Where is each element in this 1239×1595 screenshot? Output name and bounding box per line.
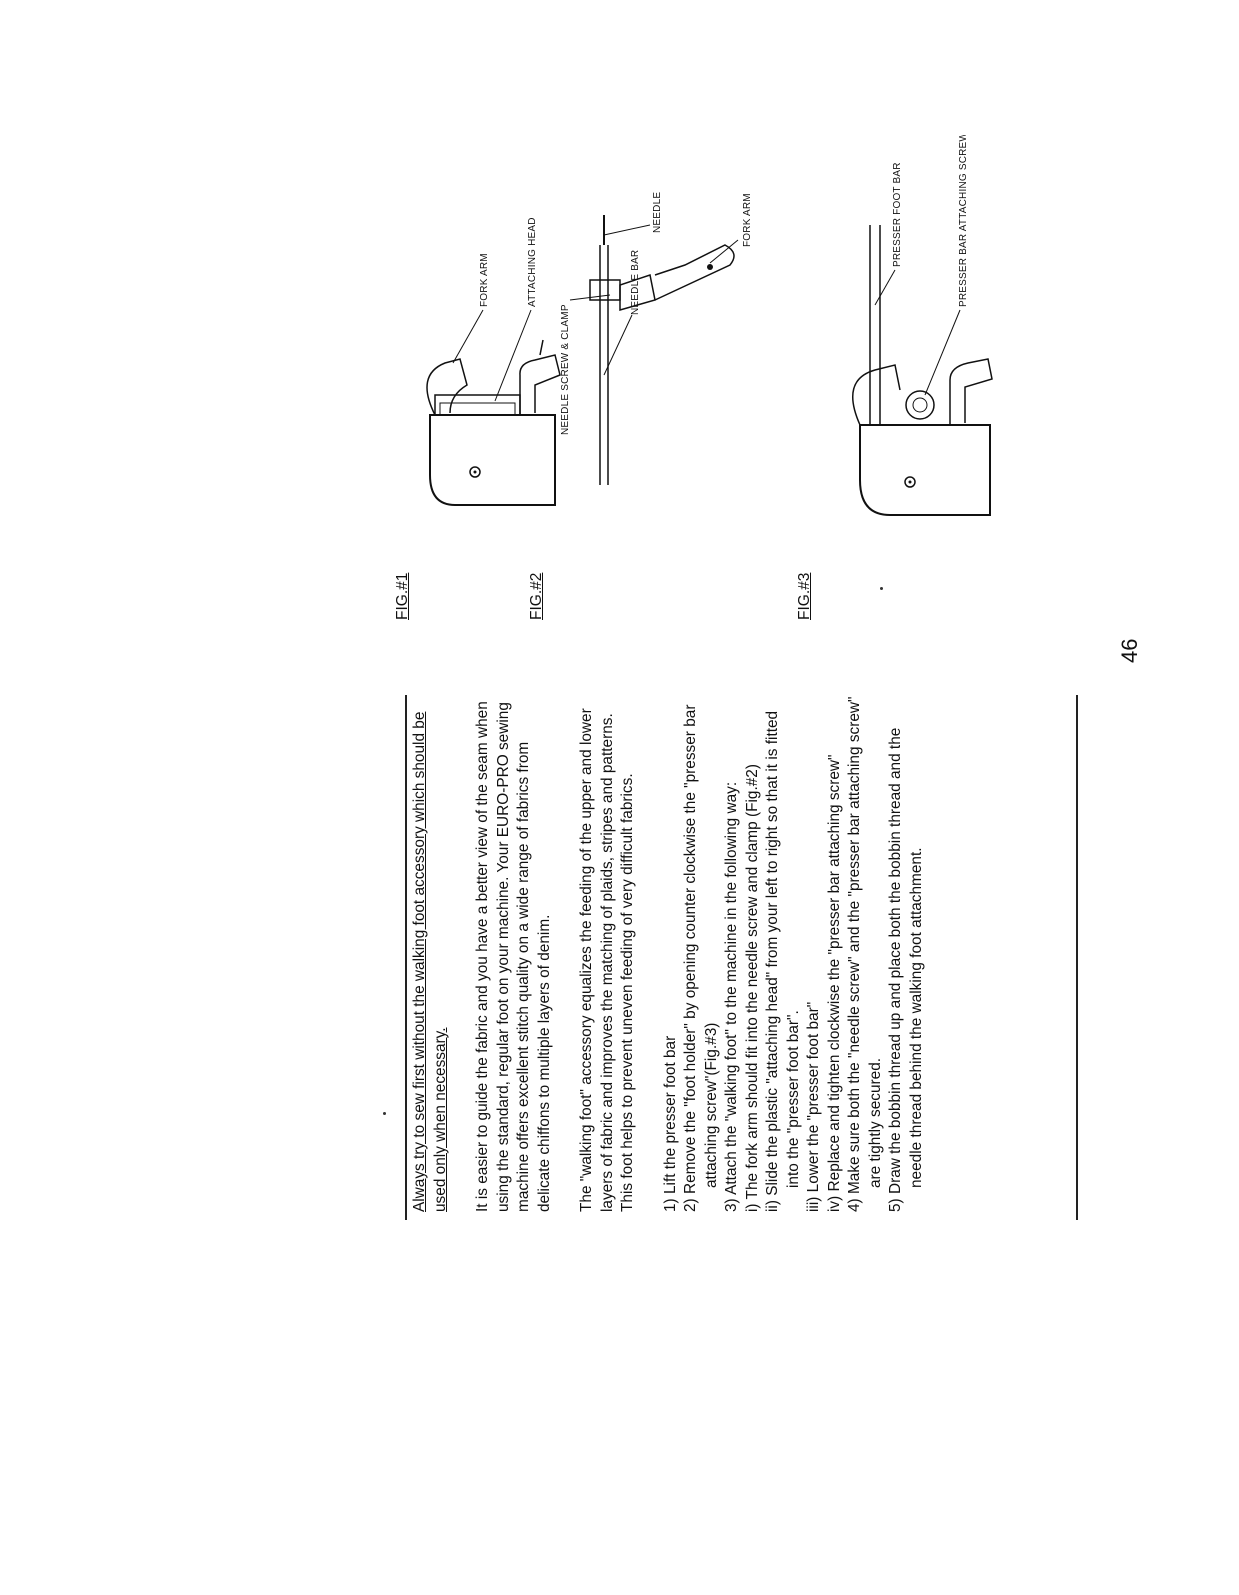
- fig2-callout-needle: NEEDLE: [652, 192, 663, 233]
- fig2-clamp-icon: [589, 279, 621, 301]
- step-marker: ii): [764, 1200, 781, 1212]
- step-marker: 3): [723, 1198, 740, 1212]
- step-marker: i): [743, 1203, 761, 1212]
- step-text: Attach the "walking foot" to the machine…: [723, 781, 740, 1195]
- scan-speck: [880, 587, 883, 590]
- step-marker: 5): [887, 1198, 904, 1212]
- fig1-callout-fork-arm: FORK ARM: [479, 253, 490, 307]
- step-marker: 2): [682, 1198, 699, 1212]
- page-number: 46: [1117, 638, 1142, 663]
- fig3-label: FIG.#3: [796, 572, 813, 620]
- fig3-callout-presser-bar-attaching-screw: PRESSER BAR ATTACHING SCREW: [958, 135, 969, 307]
- step-item: 1) Lift the presser foot bar: [661, 692, 682, 1212]
- fig1-label: FIG.#1: [394, 572, 411, 620]
- step-marker: iv): [825, 1195, 843, 1212]
- step-marker: 4): [846, 1198, 863, 1212]
- fig3-attaching-screw-icon: [905, 390, 935, 420]
- step-item: 3) Attach the "walking foot" to the mach…: [722, 692, 743, 1212]
- step-marker: iii): [805, 1196, 822, 1212]
- fig3-drawing: PRESSER FOOT BAR PRESSER BAR ATTACHING S…: [852, 135, 993, 516]
- step-item: iii) Lower the "presser foot bar": [804, 692, 825, 1212]
- fig2-callout-fork-arm: FORK ARM: [742, 193, 753, 247]
- fig2-label: FIG.#2: [528, 572, 545, 620]
- step-text: Remove the "foot holder" by opening coun…: [682, 704, 720, 1195]
- step-text: Lower the "presser foot bar": [805, 1001, 822, 1193]
- step-item: 4) Make sure both the "needle screw" and…: [845, 692, 886, 1212]
- fig3-screw-icon: [904, 476, 916, 488]
- fig2-callout-needle-bar: NEEDLE BAR: [630, 250, 641, 315]
- paragraph-1: It is easier to guide the fabric and you…: [474, 701, 553, 1212]
- step-item: ii) Slide the plastic "attaching head" f…: [763, 692, 804, 1212]
- paragraph-2: The "walking foot" accessory equalizes t…: [578, 708, 636, 1212]
- step-item: i) The fork arm should fit into the need…: [743, 692, 764, 1212]
- instructions-column: Always try to sew first without the walk…: [410, 692, 927, 1212]
- step-item: iv) Replace and tighten clockwise the "p…: [825, 692, 846, 1213]
- fig3-foot-body: [859, 424, 991, 516]
- step-text: Draw the bobbin thread up and place both…: [887, 727, 925, 1195]
- fig3-callout-presser-foot-bar: PRESSER FOOT BAR: [892, 162, 903, 267]
- fig1-foot-body: [429, 414, 556, 506]
- bottom-rule: [1076, 695, 1078, 1220]
- fig1-callout-attaching-head: ATTACHING HEAD: [527, 217, 538, 307]
- step-text: Replace and tighten clockwise the "press…: [825, 754, 843, 1192]
- step-text: Make sure both the "needle screw" and th…: [846, 696, 884, 1195]
- top-rule: [405, 695, 407, 1220]
- fig1-drawing: FORK ARM ATTACHING HEAD: [426, 217, 561, 506]
- intro-note: Always try to sew first without the walk…: [411, 711, 449, 1212]
- step-marker: 1): [661, 1198, 679, 1212]
- fig1-fork-arm-icon: [426, 358, 468, 416]
- step-text: Slide the plastic "attaching head" from …: [764, 710, 802, 1196]
- step-text: The fork arm should fit into the needle …: [743, 764, 761, 1200]
- step-text: Lift the presser foot bar: [661, 1035, 679, 1195]
- step-item: 2) Remove the "foot holder" by opening c…: [681, 692, 722, 1212]
- fig2-drawing: NEEDLE BAR FORK ARM NEEDLE SCREW & CLAMP…: [560, 192, 753, 485]
- scan-speck: [383, 1112, 386, 1115]
- fig2-callout-needle-screw-clamp: NEEDLE SCREW & CLAMP: [560, 304, 571, 435]
- fig1-screw-icon: [469, 466, 481, 478]
- fig2-fork-arm-icon: [654, 244, 735, 301]
- step-item: 5) Draw the bobbin thread up and place b…: [886, 692, 927, 1212]
